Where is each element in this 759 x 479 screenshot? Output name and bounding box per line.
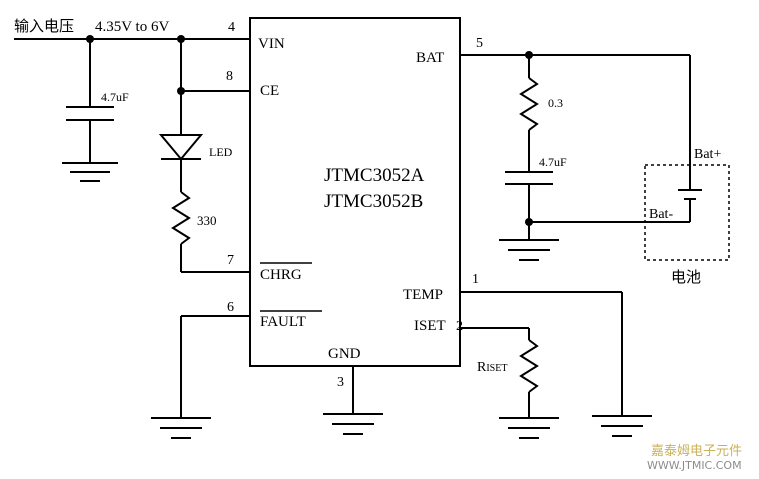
pin-ce-label: CE	[260, 83, 279, 99]
watermark-chinese: 嘉泰姆电子元件	[651, 444, 742, 459]
temp-wire	[460, 291, 652, 437]
pin-fault-number: 6	[227, 300, 234, 315]
pin-temp-number: 1	[472, 272, 479, 287]
bat-network	[460, 51, 690, 261]
gnd-wire	[323, 366, 383, 435]
ic-body	[249, 17, 461, 367]
pin-gnd-label: GND	[328, 346, 361, 362]
output-capacitor-value: 4.7uF	[539, 155, 567, 169]
pin-iset-number: 2	[456, 319, 463, 334]
battery-label: 电池	[671, 268, 701, 286]
input-capacitor-value: 4.7uF	[101, 90, 129, 104]
led-label: LED	[209, 145, 233, 159]
ground-symbol	[62, 162, 118, 182]
pin-bat-label: BAT	[416, 50, 444, 66]
led-branch	[158, 39, 250, 273]
input-capacitor	[66, 39, 114, 163]
ic-name-a: JTMC3052A	[324, 165, 425, 186]
pin-iset-label: ISET	[414, 318, 446, 334]
battery-minus-label: Bat-	[649, 207, 673, 222]
pin-vin-label: VIN	[258, 36, 285, 52]
watermark-url: WWW.JTMIC.COM	[647, 459, 742, 472]
ic-name-b: JTMC3052B	[324, 191, 423, 212]
pin-temp-label: TEMP	[403, 287, 443, 303]
input-rail	[14, 35, 250, 43]
pin-chrg-number: 7	[227, 253, 234, 268]
input-voltage-label: 输入电压	[14, 17, 74, 35]
pin-gnd-number: 3	[337, 375, 344, 390]
pin-ce-number: 8	[226, 69, 233, 84]
battery-symbol	[644, 55, 730, 261]
input-voltage-range: 4.35V to 6V	[95, 19, 169, 35]
riset-label: RISET	[477, 360, 507, 375]
battery-plus-label: Bat+	[694, 147, 721, 162]
iset-network	[460, 327, 559, 439]
led-resistor-value: 330	[197, 213, 217, 228]
pin-vin-number: 4	[228, 20, 235, 35]
sense-resistor-value: 0.3	[548, 96, 563, 110]
pin-fault-label: FAULT	[260, 314, 306, 330]
fault-wire	[151, 315, 250, 439]
pin-chrg-label: CHRG	[260, 267, 302, 283]
pin-bat-number: 5	[476, 36, 483, 51]
